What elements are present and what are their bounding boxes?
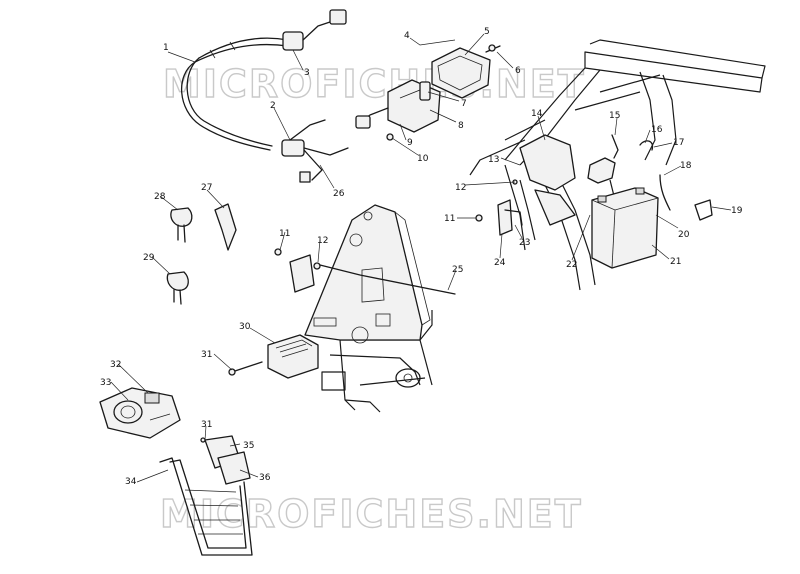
callout-20: 20 — [678, 230, 690, 240]
callout-31-lower: 31 — [201, 420, 212, 430]
callout-22: 22 — [566, 260, 577, 270]
callout-2: 2 — [270, 101, 276, 111]
voltage-regulator — [228, 334, 319, 379]
ignition-coil — [274, 248, 456, 295]
callout-34: 34 — [125, 477, 137, 487]
callout-1: 1 — [163, 43, 169, 53]
callout-6: 6 — [515, 66, 521, 76]
callout-21: 21 — [670, 257, 681, 267]
callout-29: 29 — [143, 253, 155, 263]
callout-18: 18 — [680, 161, 692, 171]
watermark-top: MICROFICHES.NET — [163, 62, 586, 106]
callout-labels: 1 2 3 4 5 6 7 8 9 10 11 11 12 12 13 14 1… — [100, 27, 743, 487]
callout-10: 10 — [417, 154, 429, 164]
callout-27: 27 — [201, 183, 212, 193]
callout-15: 15 — [609, 111, 620, 121]
clamps — [166, 203, 237, 305]
callout-11-left: 11 — [279, 229, 290, 239]
callout-3: 3 — [304, 68, 310, 78]
mounting-plate — [304, 204, 431, 344]
wiring-harness — [181, 9, 349, 183]
callout-4: 4 — [404, 31, 410, 41]
callout-28: 28 — [154, 192, 166, 202]
battery-bracket — [475, 134, 576, 236]
callout-36: 36 — [259, 473, 271, 483]
step-handle — [159, 435, 253, 556]
callout-16: 16 — [651, 125, 663, 135]
watermark-bottom: MICROFICHES.NET — [160, 492, 583, 536]
relay-assembly — [355, 44, 501, 141]
callout-5: 5 — [484, 27, 490, 37]
callout-26: 26 — [333, 189, 345, 199]
callout-12-right: 12 — [455, 183, 466, 193]
callout-8: 8 — [458, 121, 464, 131]
callout-31-upper: 31 — [201, 350, 212, 360]
callout-12-left: 12 — [317, 236, 328, 246]
callout-32: 32 — [110, 360, 121, 370]
battery — [587, 134, 713, 269]
callout-33: 33 — [100, 378, 111, 388]
callout-25: 25 — [452, 265, 463, 275]
callout-35: 35 — [243, 441, 254, 451]
leader-lines — [110, 33, 732, 483]
callout-14: 14 — [531, 109, 543, 119]
callout-19: 19 — [731, 206, 743, 216]
callout-13: 13 — [488, 155, 499, 165]
callout-11-right: 11 — [444, 214, 455, 224]
callout-24: 24 — [494, 258, 506, 268]
callout-23: 23 — [519, 238, 530, 248]
callout-9: 9 — [407, 138, 413, 148]
lower-chassis — [321, 310, 433, 413]
callout-17: 17 — [673, 138, 684, 148]
callout-30: 30 — [239, 322, 251, 332]
headlight-housing — [99, 387, 181, 439]
callout-7: 7 — [461, 99, 467, 109]
